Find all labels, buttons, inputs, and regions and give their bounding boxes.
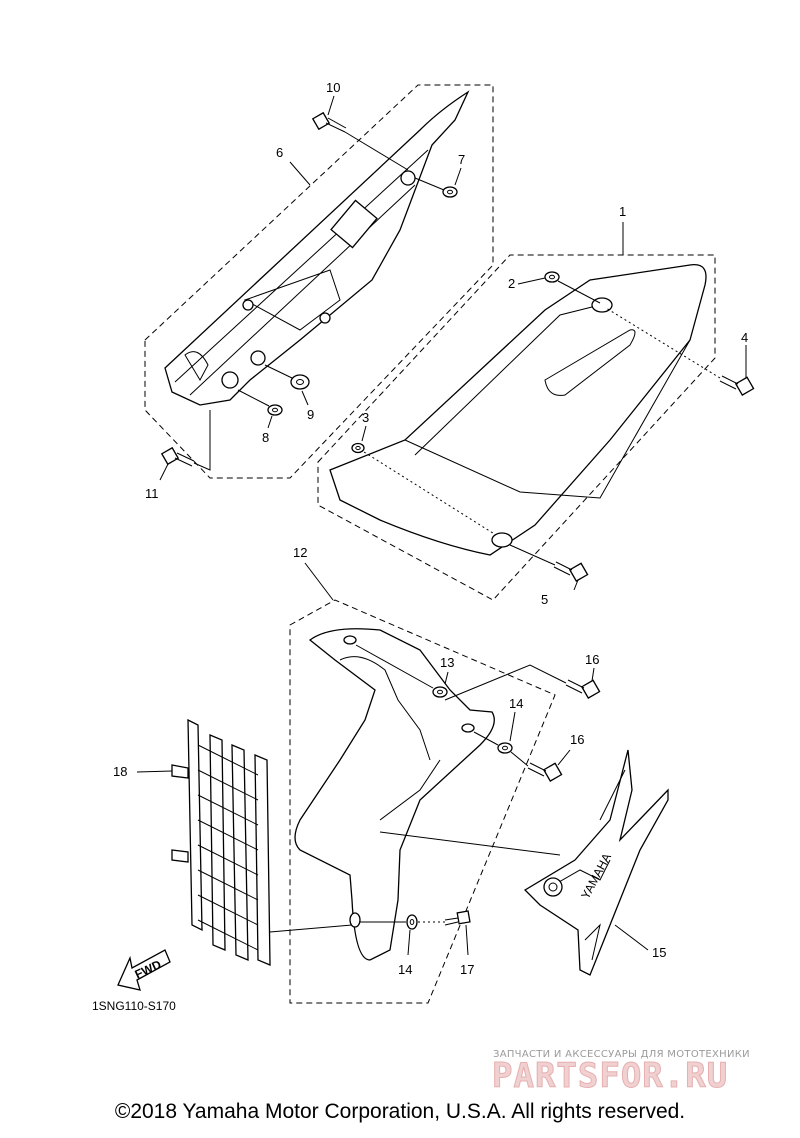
callout-17: 17 (460, 962, 474, 977)
decal-15: YAMAHA (523, 749, 669, 976)
callout-16-upper: 16 (585, 652, 599, 667)
callout-13: 13 (440, 655, 454, 670)
copyright-notice: ©2018 Yamaha Motor Corporation, U.S.A. A… (114, 1100, 686, 1123)
callout-14-upper: 14 (509, 696, 523, 711)
callout-18: 18 (113, 764, 127, 779)
watermark-caption: ЗАПЧАСТИ И АКСЕССУАРЫ ДЛЯ МОТОТЕХНИКИ (493, 1049, 750, 1060)
watermark: ЗАПЧАСТИ И АКСЕССУАРЫ ДЛЯ МОТОТЕХНИКИ PA… (492, 1049, 750, 1097)
callout-8: 8 (262, 430, 269, 445)
callout-10: 10 (326, 80, 340, 95)
callout-9: 9 (307, 407, 314, 422)
bolt-10 (311, 111, 409, 171)
callout-12: 12 (293, 545, 307, 560)
callout-5: 5 (541, 592, 548, 607)
bolt-17 (418, 910, 471, 956)
grommet-3 (351, 425, 497, 536)
fwd-arrow-icon: FWD (117, 949, 171, 991)
fwd-label: FWD (133, 957, 164, 981)
callout-4: 4 (741, 330, 748, 345)
side-cover-1 (317, 254, 716, 601)
bolt-5 (509, 544, 589, 591)
washer-7 (414, 167, 462, 198)
collar-14-upper (473, 711, 516, 754)
callout-15: 15 (652, 945, 666, 960)
callout-11: 11 (145, 486, 159, 501)
bolt-16-upper (444, 664, 601, 701)
diagram-code: 1SNG110-S170 (92, 999, 176, 1013)
callout-6: 6 (276, 145, 283, 160)
callout-7: 7 (458, 152, 465, 167)
collar-9 (264, 364, 310, 406)
collar-14-lower (360, 914, 418, 956)
washer-8 (237, 389, 283, 429)
bracket-assembly-6 (144, 84, 494, 479)
callout-labels: 1 2 3 4 5 6 7 8 9 10 11 12 13 14 14 15 1… (113, 80, 748, 977)
grommet-2 (517, 271, 601, 304)
bolt-16-lower (510, 749, 571, 782)
bolt-4 (605, 307, 755, 396)
callout-1: 1 (619, 204, 626, 219)
callout-14-lower: 14 (398, 962, 412, 977)
callout-3: 3 (362, 410, 369, 425)
collar-13 (355, 644, 449, 698)
callout-16-lower: 16 (570, 732, 584, 747)
watermark-brand: PARTSFOR.RU (492, 1056, 728, 1096)
radiator-shroud-12 (289, 599, 561, 1004)
radiator-guard-18 (136, 718, 353, 966)
bolt-11 (159, 410, 211, 481)
callout-2: 2 (508, 276, 515, 291)
